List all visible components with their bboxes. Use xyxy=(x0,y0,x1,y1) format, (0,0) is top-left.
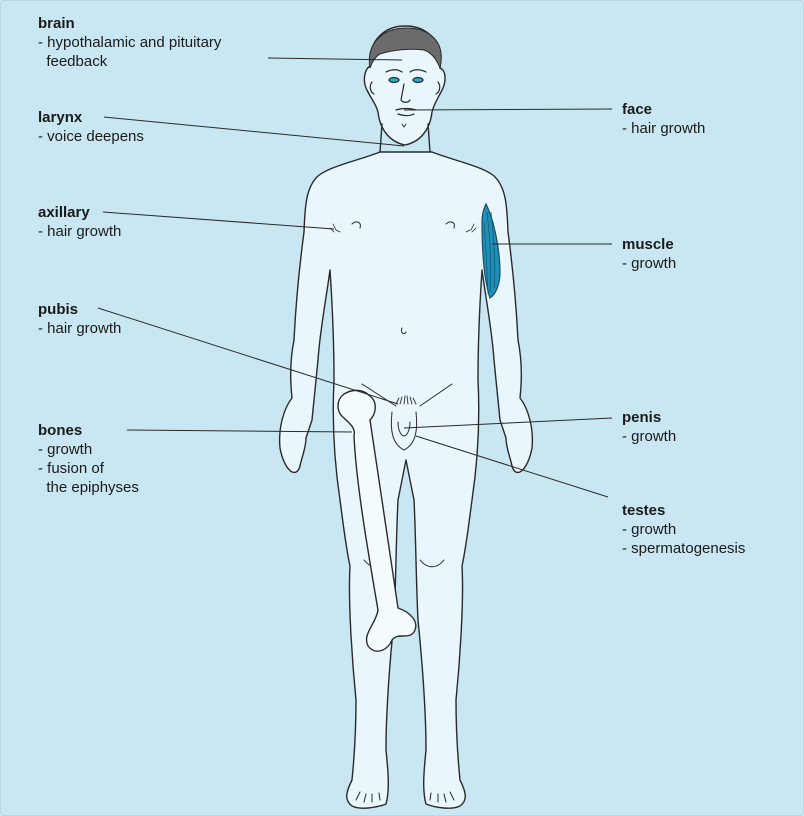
label-axillary: axillary - hair growth xyxy=(38,203,121,241)
label-bones-line-3: the epiphyses xyxy=(38,478,139,497)
label-face-line-1: - hair growth xyxy=(622,119,705,138)
label-muscle-line-1: - growth xyxy=(622,254,676,273)
label-larynx-line-1: - voice deepens xyxy=(38,127,144,146)
label-testes-title: testes xyxy=(622,502,665,519)
label-pubis-line-1: - hair growth xyxy=(38,319,121,338)
label-penis-title: penis xyxy=(622,409,661,426)
label-bones: bones - growth - fusion of the epiphyses xyxy=(38,421,139,497)
label-brain-line-2: feedback xyxy=(38,52,221,71)
label-larynx: larynx - voice deepens xyxy=(38,108,144,146)
label-pubis: pubis - hair growth xyxy=(38,300,121,338)
label-face-title: face xyxy=(622,101,652,118)
label-larynx-title: larynx xyxy=(38,109,82,126)
label-face: face - hair growth xyxy=(622,100,705,138)
label-pubis-title: pubis xyxy=(38,301,78,318)
label-bones-line-1: - growth xyxy=(38,440,139,459)
label-axillary-title: axillary xyxy=(38,204,90,221)
label-brain: brain - hypothalamic and pituitary feedb… xyxy=(38,14,221,71)
label-muscle-title: muscle xyxy=(622,236,674,253)
label-testes: testes - growth - spermatogenesis xyxy=(622,501,745,558)
label-muscle: muscle - growth xyxy=(622,235,676,273)
label-penis: penis - growth xyxy=(622,408,676,446)
label-bones-title: bones xyxy=(38,422,82,439)
label-testes-line-2: - spermatogenesis xyxy=(622,539,745,558)
label-brain-title: brain xyxy=(38,15,75,32)
label-testes-line-1: - growth xyxy=(622,520,745,539)
label-penis-line-1: - growth xyxy=(622,427,676,446)
label-axillary-line-1: - hair growth xyxy=(38,222,121,241)
label-brain-line-1: - hypothalamic and pituitary xyxy=(38,33,221,52)
label-bones-line-2: - fusion of xyxy=(38,459,139,478)
